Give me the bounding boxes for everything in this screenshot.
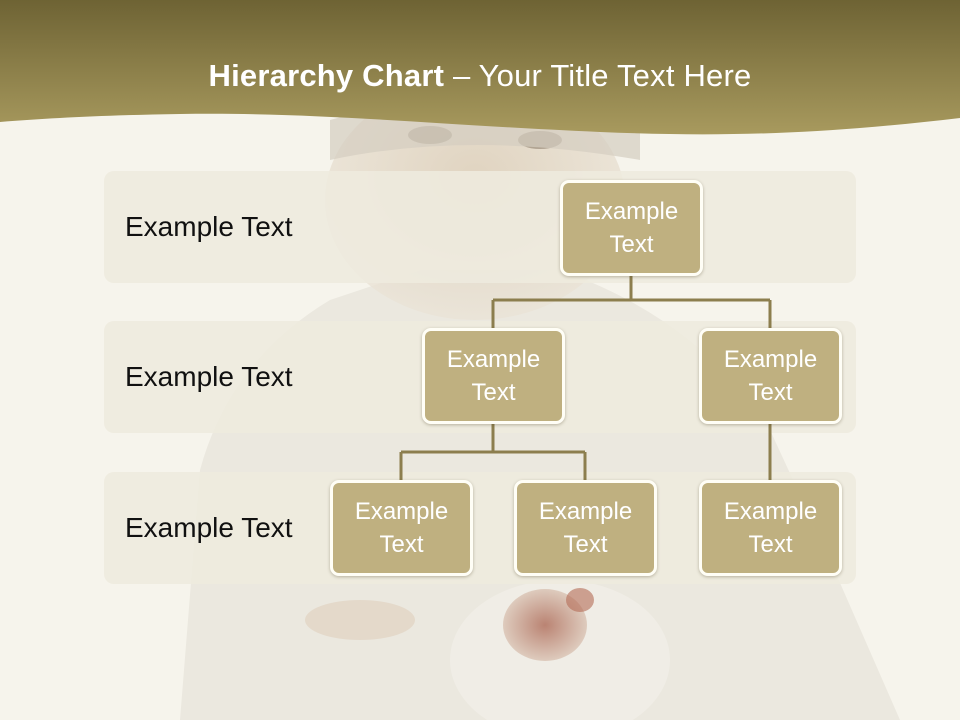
node-level3-c-label: Example Text [723,498,818,558]
node-level2-right-label: Example Text [723,346,818,406]
band-label-3: Example Text [125,512,293,543]
node-root[interactable]: Example Text [560,180,703,276]
level-band-1: Example Text [104,171,856,283]
node-level2-left[interactable]: Example Text [422,328,565,424]
node-level2-left-label: Example Text [446,346,541,406]
node-level3-c[interactable]: Example Text [699,480,842,576]
title-bold: Hierarchy Chart [208,58,445,93]
band-label-2: Example Text [125,361,293,392]
band-label-1: Example Text [125,211,293,242]
node-level3-b[interactable]: Example Text [514,480,657,576]
node-root-label: Example Text [584,198,679,258]
node-level3-b-label: Example Text [538,498,633,558]
node-level3-a-label: Example Text [354,498,449,558]
node-level3-a[interactable]: Example Text [330,480,473,576]
slide-title: Hierarchy Chart – Your Title Text Here [0,58,960,94]
title-rest: – Your Title Text Here [444,58,752,93]
node-level2-right[interactable]: Example Text [699,328,842,424]
